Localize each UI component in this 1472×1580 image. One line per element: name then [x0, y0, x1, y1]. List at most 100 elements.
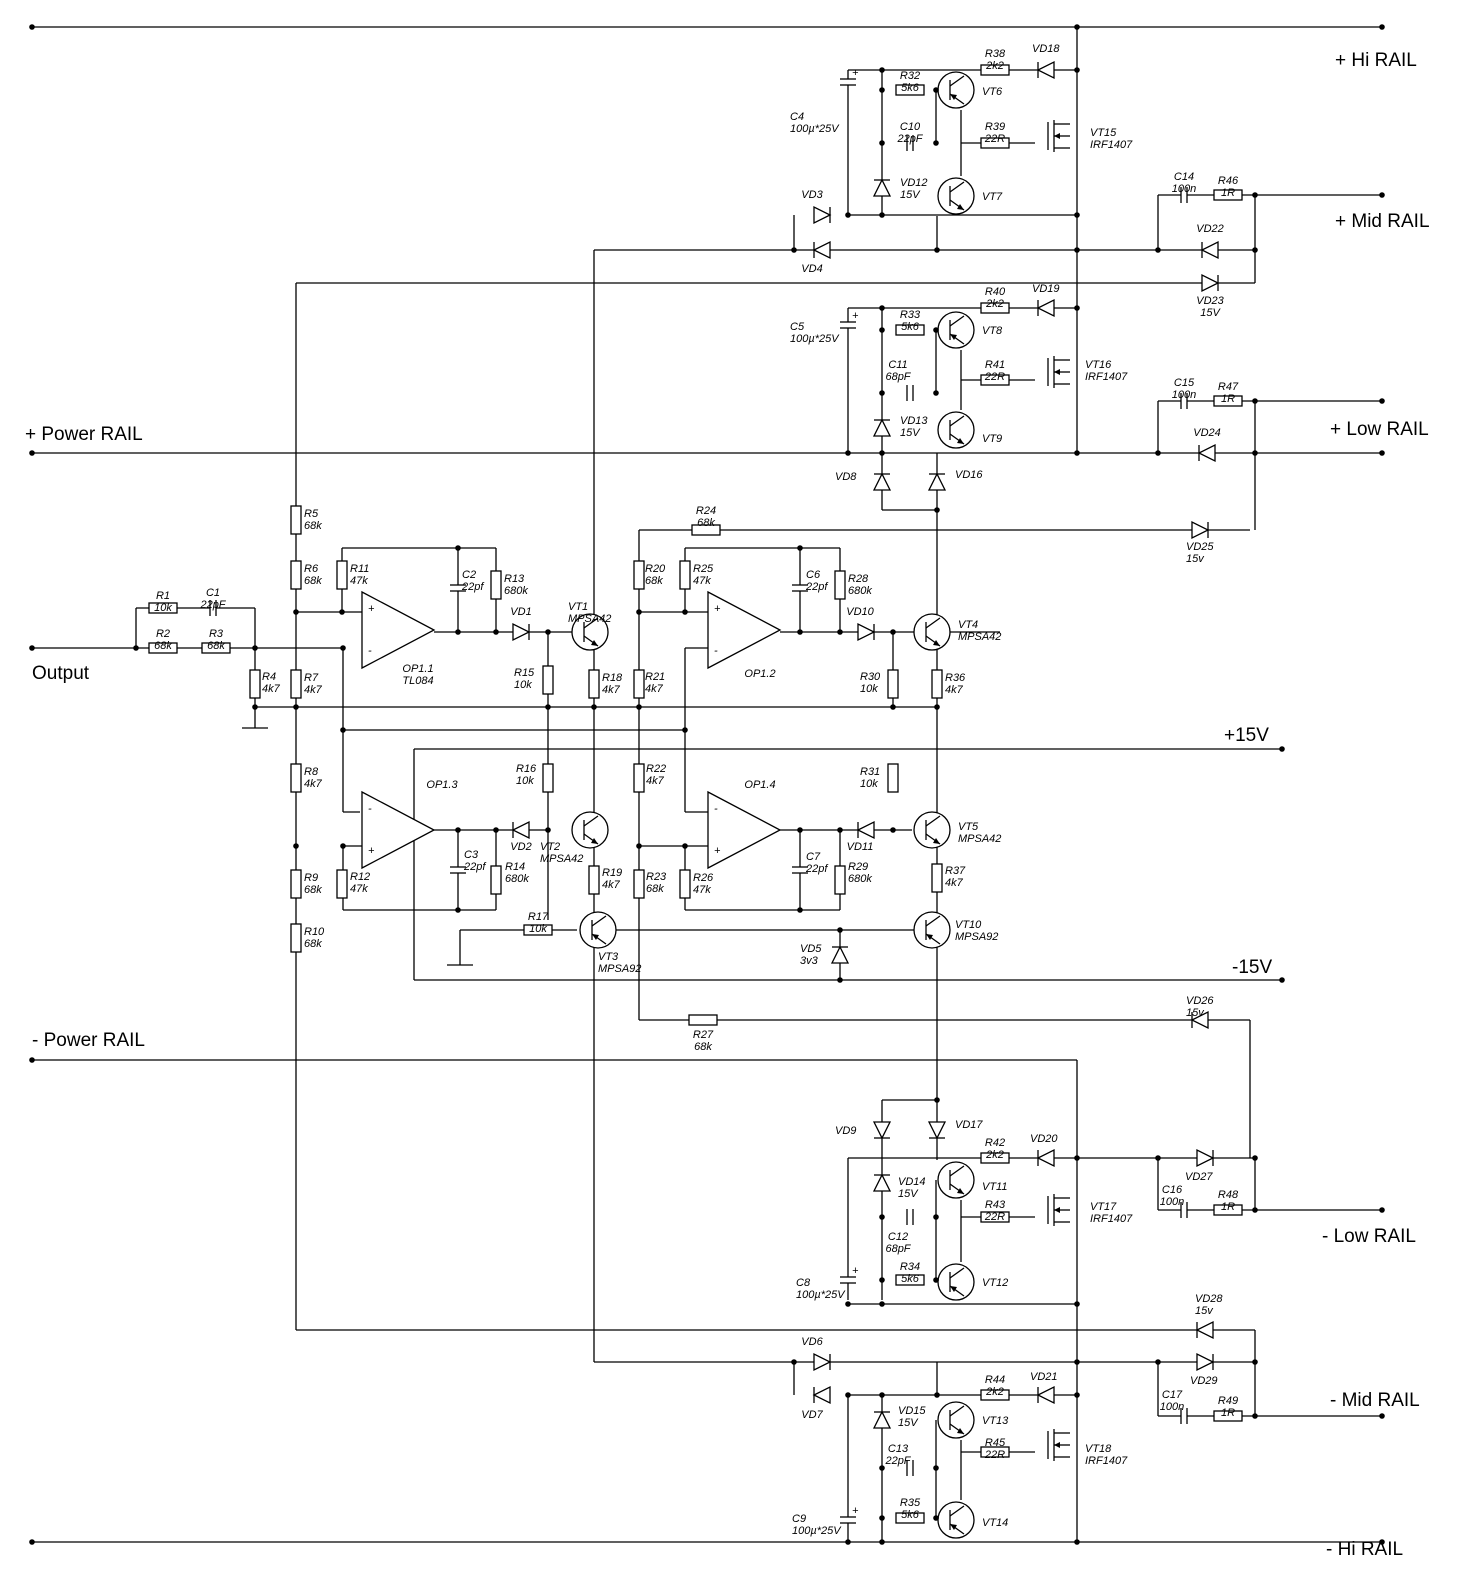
- transistor-vt8: [937, 311, 975, 349]
- label-c8: C8: [796, 1277, 811, 1289]
- transistor-vt7: [937, 177, 975, 215]
- value-r39: 22R: [984, 133, 1005, 145]
- resistor-r20: [633, 560, 645, 590]
- mosfet-vt15: [1047, 120, 1070, 152]
- resistor-r29: [834, 865, 846, 895]
- label-op14: OP1.4: [744, 779, 775, 791]
- label-vt10: VT10: [955, 919, 982, 931]
- label-c1: C1: [206, 587, 220, 599]
- label-r48: R48: [1218, 1189, 1239, 1201]
- resistor-r48: [1213, 1204, 1243, 1216]
- label-c9: C9: [792, 1513, 806, 1525]
- label-r9: R9: [304, 872, 318, 884]
- label-vt6: VT6: [982, 86, 1003, 98]
- resistor-r33: [895, 324, 925, 336]
- value-vd13: 15V: [900, 427, 921, 439]
- value-vt18: IRF1407: [1085, 1455, 1128, 1467]
- label-r17: R17: [528, 911, 549, 923]
- value-r9: 68k: [304, 884, 322, 896]
- mosfet-vt18: [1047, 1429, 1070, 1461]
- transistor-vt11: [937, 1161, 975, 1199]
- label-c4: C4: [790, 111, 804, 123]
- label-r1: R1: [156, 590, 170, 602]
- label-r20: R20: [645, 563, 666, 575]
- label-c6: C6: [806, 569, 821, 581]
- label-vt18: VT18: [1085, 1443, 1112, 1455]
- resistor-r32: [895, 84, 925, 96]
- resistor-r36: [931, 669, 943, 699]
- label-vt2: VT2: [540, 841, 560, 853]
- label-vd27: VD27: [1185, 1171, 1213, 1183]
- label-r39: R39: [985, 121, 1005, 133]
- value-r36: 4k7: [945, 684, 964, 696]
- diode-vd13: [872, 418, 892, 437]
- label-vt15: VT15: [1090, 127, 1117, 139]
- resistor-r34: [895, 1274, 925, 1286]
- diode-vd24: [1197, 443, 1216, 463]
- label-r49: R49: [1218, 1395, 1238, 1407]
- capacitor-c8: +: [840, 1265, 859, 1284]
- value-r47: 1R: [1221, 393, 1235, 405]
- label-c15: C15: [1174, 377, 1195, 389]
- diode-vd2: [511, 820, 530, 840]
- label-r40: R40: [985, 286, 1006, 298]
- label-op12: OP1.2: [744, 668, 775, 680]
- label-r37: R37: [945, 865, 966, 877]
- label-r30: R30: [860, 671, 881, 683]
- rail-power-neg-label: - Power RAIL: [32, 1030, 145, 1051]
- svg-text:-: -: [714, 803, 718, 815]
- resistor-r44: [980, 1389, 1010, 1401]
- value-r7: 4k7: [304, 684, 323, 696]
- svg-text:-: -: [714, 645, 718, 657]
- value-r26: 47k: [693, 884, 711, 896]
- label-vd22: VD22: [1196, 223, 1224, 235]
- label-r38: R38: [985, 48, 1006, 60]
- resistor-r23: [633, 869, 645, 899]
- diode-vd18: [1036, 60, 1055, 80]
- transistor-vt2: [571, 811, 609, 849]
- label-r32: R32: [900, 70, 920, 82]
- value-r12: 47k: [350, 883, 368, 895]
- resistor-r4: [249, 669, 261, 699]
- value-r24: 68k: [697, 517, 715, 529]
- resistor-r24: [691, 524, 721, 536]
- label-r44: R44: [985, 1374, 1005, 1386]
- resistor-r47: [1213, 395, 1243, 407]
- label-r47: R47: [1218, 381, 1239, 393]
- label-vt12: VT12: [982, 1277, 1008, 1289]
- label-vd10: VD10: [846, 606, 874, 618]
- label-r3: R3: [209, 628, 224, 640]
- diode-vd16: [927, 472, 947, 491]
- diode-vd28: [1195, 1320, 1214, 1340]
- label-vt8: VT8: [982, 325, 1003, 337]
- capacitor-c16: [1180, 1202, 1188, 1218]
- components: +-+--+-+++++: [148, 60, 1243, 1539]
- capacitor-c1: [209, 600, 217, 616]
- label-r12: R12: [350, 871, 370, 883]
- value-r13: 680k: [504, 585, 528, 597]
- diode-vd22: [1200, 240, 1219, 260]
- label-r18: R18: [602, 672, 623, 684]
- resistor-r49: [1213, 1410, 1243, 1422]
- label-vd16: VD16: [955, 469, 983, 481]
- diode-vd11: [856, 820, 875, 840]
- label-vt13: VT13: [982, 1415, 1009, 1427]
- capacitor-c14: [1180, 187, 1188, 203]
- capacitor-c13: [906, 1460, 914, 1476]
- junction-dots: [29, 24, 1385, 1545]
- value-c4: 100µ*25V: [790, 123, 840, 135]
- value-vd15: 15V: [898, 1417, 919, 1429]
- diode-vd7: [812, 1385, 831, 1405]
- label-r28: R28: [848, 573, 869, 585]
- resistor-r40: [980, 302, 1010, 314]
- value-c3: 22pf: [463, 861, 486, 873]
- capacitor-c17: [1180, 1408, 1188, 1424]
- label-r35: R35: [900, 1497, 921, 1509]
- resistor-r22: [633, 763, 645, 793]
- value-c9: 100µ*25V: [792, 1525, 842, 1537]
- label-r36: R36: [945, 672, 966, 684]
- value-vt3: MPSA92: [598, 963, 641, 975]
- resistor-r13: [490, 570, 502, 600]
- transistor-vt3: [579, 911, 617, 949]
- capacitor-c7: [792, 866, 808, 874]
